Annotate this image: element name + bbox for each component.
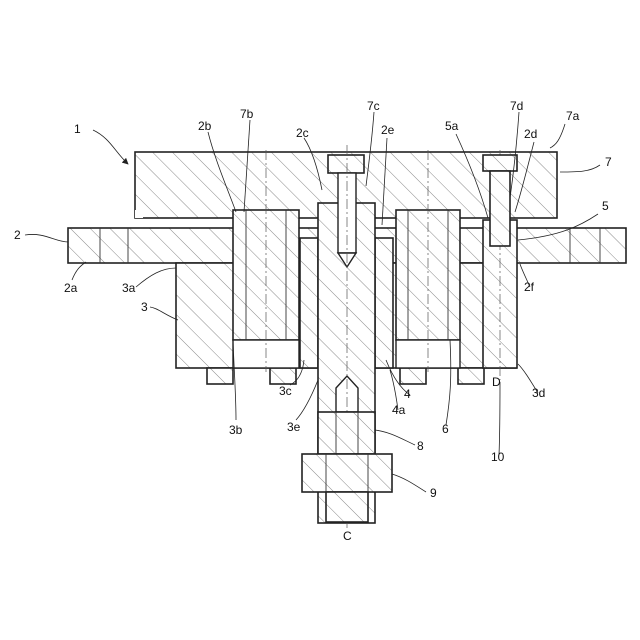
label-3b: 3b <box>229 423 243 437</box>
label-1: 1 <box>74 122 81 136</box>
label-5a: 5a <box>445 119 459 133</box>
label-2c: 2c <box>296 126 309 140</box>
label-4: 4 <box>404 387 411 401</box>
label-7d: 7d <box>510 99 523 113</box>
label-D: D <box>492 375 501 389</box>
label-10: 10 <box>491 450 505 464</box>
label-2d: 2d <box>524 127 537 141</box>
label-7c: 7c <box>367 99 380 113</box>
label-3c: 3c <box>279 384 292 398</box>
label-4a: 4a <box>392 403 406 417</box>
label-7a: 7a <box>566 109 580 123</box>
lower-sleeve-8 <box>318 412 375 454</box>
label-3a: 3a <box>122 281 136 295</box>
label-5: 5 <box>602 199 609 213</box>
label-2e: 2e <box>381 123 395 137</box>
label-2a: 2a <box>64 281 78 295</box>
label-2: 2 <box>14 228 21 242</box>
label-8: 8 <box>417 439 424 453</box>
label-3d: 3d <box>532 386 545 400</box>
label-2f: 2f <box>524 280 535 294</box>
label-9: 9 <box>430 486 437 500</box>
label-2b: 2b <box>198 119 212 133</box>
label-C: C <box>343 529 352 543</box>
label-7: 7 <box>605 155 612 169</box>
label-7b: 7b <box>240 107 254 121</box>
label-6: 6 <box>442 422 449 436</box>
nut-9 <box>302 454 392 522</box>
label-3: 3 <box>141 300 148 314</box>
label-3e: 3e <box>287 420 301 434</box>
